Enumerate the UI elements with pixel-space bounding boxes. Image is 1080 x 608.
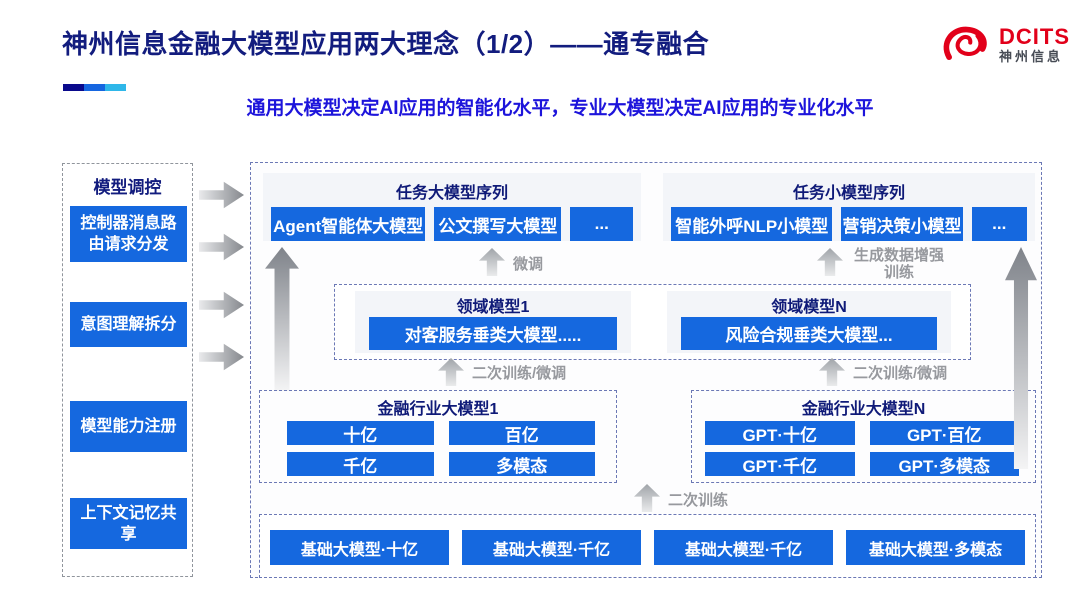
industry-model-n-grid: GPT·十亿 GPT·百亿 GPT·千亿 GPT·多模态 — [705, 421, 1019, 476]
arrow-up-icon — [819, 358, 845, 386]
sidebar-item-registry: 模型能力注册 — [70, 401, 187, 452]
node-100b-params: 千亿 — [287, 452, 434, 476]
domain-model-1-title: 领域模型1 — [456, 299, 530, 316]
node-outbound-nlp-small-model: 智能外呼NLP小模型 — [671, 207, 833, 241]
foundation-model-box: 基础大模型·十亿 基础大模型·千亿 基础大模型·千亿 基础大模型·多模态 — [259, 514, 1036, 578]
node-multimodal: 多模态 — [448, 452, 595, 476]
domain-model-n-group: 领域模型N 风险合规垂类大模型... — [667, 291, 951, 353]
accent-bar-segment — [63, 84, 84, 91]
arrow-up-icon — [438, 358, 464, 386]
logo-brand: DCITS — [999, 24, 1070, 49]
arrow-up-icon — [479, 248, 505, 276]
page-title: 神州信息金融大模型应用两大理念（1/2）——通专融合 — [62, 29, 710, 59]
label-fine-tune: 微调 — [513, 256, 544, 273]
dcits-swirl-icon — [943, 26, 987, 61]
industry-model-1-title: 金融行业大模型1 — [377, 401, 499, 418]
task-small-model-group: 任务小模型序列 智能外呼NLP小模型 营销决策小模型 ... — [663, 173, 1035, 241]
node-10b-params: 百亿 — [448, 421, 595, 445]
task-small-title: 任务小模型序列 — [792, 185, 905, 202]
task-large-title: 任务大模型序列 — [395, 185, 508, 202]
node-foundation-multimodal: 基础大模型·多模态 — [846, 530, 1025, 565]
arrow-right-icon — [199, 343, 244, 371]
label-retrain-finetune-right: 二次训练/微调 — [853, 365, 948, 382]
node-foundation-100b-a: 基础大模型·千亿 — [462, 530, 641, 565]
node-gpt-100b: GPT·千亿 — [705, 452, 855, 476]
domain-model-n-title: 领域模型N — [771, 299, 847, 316]
node-foundation-1b: 基础大模型·十亿 — [270, 530, 449, 565]
industry-model-n-title: 金融行业大模型N — [801, 401, 926, 418]
node-gpt-1b: GPT·十亿 — [705, 421, 855, 445]
arrow-right-icon — [199, 181, 244, 209]
industry-model-1-grid: 十亿 百亿 千亿 多模态 — [287, 421, 595, 476]
task-small-row: 智能外呼NLP小模型 营销决策小模型 ... — [663, 203, 1035, 241]
node-foundation-100b-b: 基础大模型·千亿 — [654, 530, 833, 565]
arrow-right-icon — [199, 291, 244, 319]
arrow-right-icon — [199, 233, 244, 261]
node-docwrite-large-model: 公文撰写大模型 — [434, 207, 562, 241]
arrow-up-icon — [634, 484, 660, 512]
task-large-row: Agent智能体大模型 公文撰写大模型 ... — [263, 203, 641, 241]
arrow-up-icon — [817, 248, 843, 276]
arrow-up-icon — [265, 247, 299, 391]
domain-model-box: 领域模型1 对客服务垂类大模型..... 领域模型N 风险合规垂类大模型... — [334, 284, 971, 360]
sidebar-item-context: 上下文记忆共享 — [70, 498, 187, 549]
logo-brand-cn: 神州信息 — [999, 49, 1064, 64]
slide-subtitle: 通用大模型决定AI应用的智能化水平，专业大模型决定AI应用的专业化水平 — [246, 98, 874, 119]
node-risk-compliance-model: 风险合规垂类大模型... — [681, 317, 937, 350]
model-control-panel: 模型调控 控制器消息路由请求分发 意图理解拆分 模型能力注册 上下文记忆共享 — [62, 163, 193, 577]
node-more-large-models: ... — [570, 207, 633, 241]
industry-model-1-box: 金融行业大模型1 十亿 百亿 千亿 多模态 — [259, 390, 617, 483]
sidebar-item-router: 控制器消息路由请求分发 — [70, 206, 187, 262]
node-1b-params: 十亿 — [287, 421, 434, 445]
node-customer-service-model: 对客服务垂类大模型..... — [369, 317, 617, 350]
label-gen-data-train: 生成数据增强训练 — [853, 247, 944, 281]
accent-bar — [63, 84, 126, 91]
node-gpt-10b: GPT·百亿 — [869, 421, 1019, 445]
sidebar-title: 模型调控 — [93, 178, 162, 197]
domain-model-1-group: 领域模型1 对客服务垂类大模型..... — [355, 291, 631, 353]
sidebar-item-intent: 意图理解拆分 — [70, 302, 187, 347]
label-retrain: 二次训练 — [668, 492, 729, 509]
task-large-model-group: 任务大模型序列 Agent智能体大模型 公文撰写大模型 ... — [263, 173, 641, 241]
accent-bar-segment — [105, 84, 126, 91]
foundation-row: 基础大模型·十亿 基础大模型·千亿 基础大模型·千亿 基础大模型·多模态 — [260, 515, 1035, 565]
node-marketing-small-model: 营销决策小模型 — [841, 207, 963, 241]
label-retrain-finetune-left: 二次训练/微调 — [472, 365, 567, 382]
node-more-small-models: ... — [971, 207, 1028, 241]
node-agent-large-model: Agent智能体大模型 — [271, 207, 426, 241]
dcits-logo: DCITS 神州信息 — [941, 22, 1070, 68]
industry-model-n-box: 金融行业大模型N GPT·十亿 GPT·百亿 GPT·千亿 GPT·多模态 — [691, 390, 1036, 483]
node-gpt-multimodal: GPT·多模态 — [869, 452, 1019, 476]
logo-text: DCITS 神州信息 — [999, 25, 1070, 65]
accent-bar-segment — [84, 84, 105, 91]
architecture-canvas: 任务大模型序列 Agent智能体大模型 公文撰写大模型 ... 任务小模型序列 … — [250, 162, 1042, 578]
